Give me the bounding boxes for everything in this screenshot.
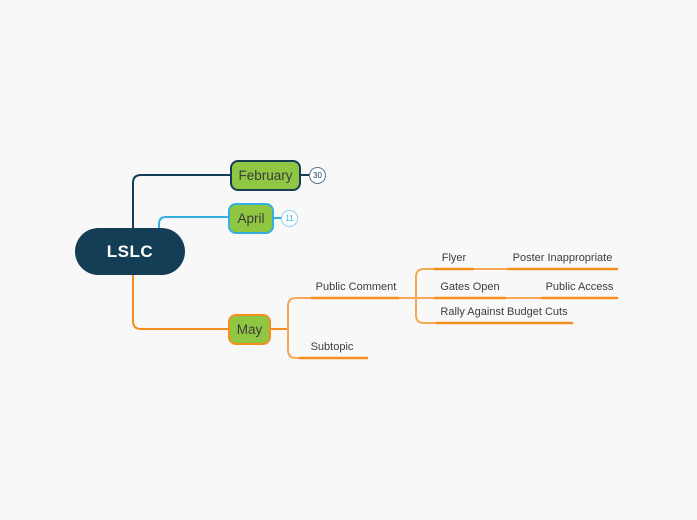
node-may-label: May xyxy=(236,322,263,337)
root-node-lslc[interactable]: LSLC xyxy=(75,228,185,275)
node-may[interactable]: May xyxy=(228,314,271,345)
node-april-label: April xyxy=(237,211,265,226)
node-public-access[interactable]: Public Access xyxy=(545,281,614,293)
node-april[interactable]: April xyxy=(228,203,274,234)
collapse-badge-february-count: 30 xyxy=(313,171,322,180)
node-subtopic[interactable]: Subtopic xyxy=(310,341,354,353)
branch-line-february xyxy=(132,174,231,229)
branch-line-april xyxy=(158,216,229,229)
node-february-label: February xyxy=(238,168,293,183)
node-flyer[interactable]: Flyer xyxy=(441,252,467,264)
node-poster-inappropriate[interactable]: Poster Inappropriate xyxy=(512,252,613,264)
node-february[interactable]: February xyxy=(230,160,301,191)
collapse-badge-february[interactable]: 30 xyxy=(309,167,326,184)
node-rally-against-budget-cuts[interactable]: Rally Against Budget Cuts xyxy=(440,306,568,318)
collapse-badge-april-count: 11 xyxy=(285,214,294,223)
connector-may-children-bracket xyxy=(287,297,297,359)
node-gates-open[interactable]: Gates Open xyxy=(440,281,500,293)
node-public-comment[interactable]: Public Comment xyxy=(315,281,397,293)
connector-public-comment-children-bracket xyxy=(415,268,425,324)
collapse-badge-april[interactable]: 11 xyxy=(281,210,298,227)
root-node-label: LSLC xyxy=(106,241,154,261)
branch-line-may xyxy=(132,274,229,330)
